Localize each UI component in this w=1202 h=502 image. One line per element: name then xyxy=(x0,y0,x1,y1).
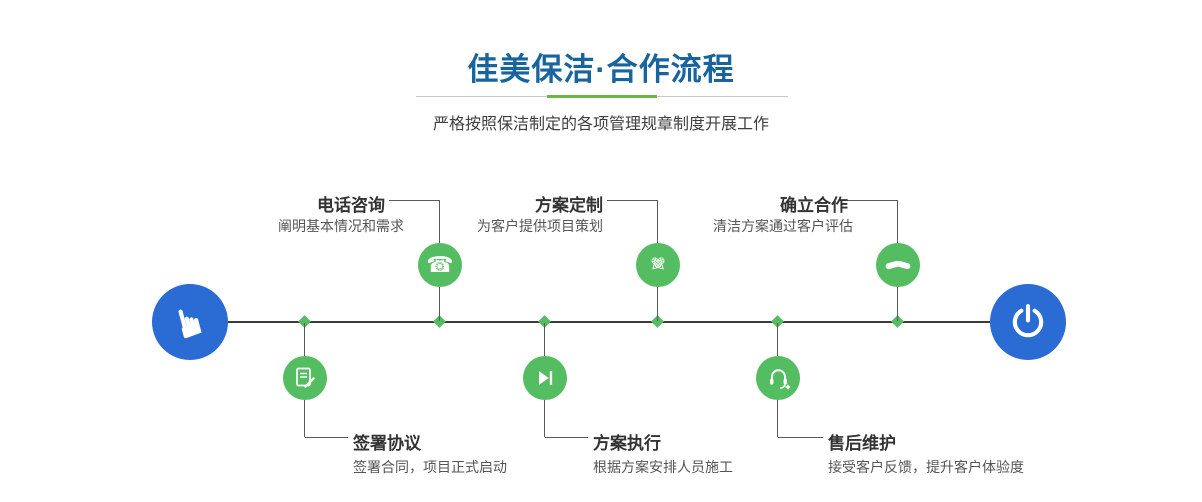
connector-line xyxy=(304,323,305,356)
connector-line xyxy=(897,287,898,321)
connector-line xyxy=(778,437,823,438)
connector-line xyxy=(777,323,778,356)
connector-line xyxy=(847,200,897,201)
step-title: 电话咨询 xyxy=(317,196,385,215)
step-title: 签署协议 xyxy=(353,434,421,453)
pointing-hand-icon: ☛ xyxy=(164,298,216,346)
step-desc: 为客户提供项目策划 xyxy=(477,218,603,234)
step-node-service xyxy=(756,356,800,400)
handshake-icon xyxy=(885,260,911,270)
phone-icon: ☎ xyxy=(426,252,454,277)
step-title: 方案定制 xyxy=(535,196,603,215)
title-divider xyxy=(416,95,788,98)
pencil-icon: ✎ xyxy=(650,254,666,276)
step-desc: 根据方案安排人员施工 xyxy=(593,459,733,475)
connector-line xyxy=(439,200,440,243)
pencil-icon: ✎ xyxy=(650,254,666,276)
connector-line xyxy=(304,400,305,437)
end-node xyxy=(990,284,1066,360)
connector-line xyxy=(544,323,545,356)
contract-icon xyxy=(296,367,315,388)
headset-icon xyxy=(769,368,790,389)
step-node-cooperation xyxy=(876,243,920,287)
connector-line xyxy=(439,287,440,321)
step-title: 确立合作 xyxy=(780,196,848,215)
connector-line xyxy=(545,437,588,438)
power-icon xyxy=(1012,304,1044,338)
step-desc: 阐明基本情况和需求 xyxy=(278,218,404,234)
connector-line xyxy=(607,200,657,201)
play-next-icon xyxy=(539,371,553,385)
page-subtitle: 严格按照保洁制定的各项管理规章制度开展工作 xyxy=(432,116,769,133)
step-node-design: ✎ ✎ xyxy=(636,243,680,287)
connector-line xyxy=(389,200,439,201)
step-node-phone: ☎ xyxy=(418,243,462,287)
step-node-contract xyxy=(283,356,327,400)
page-title: 佳美保洁·合作流程 xyxy=(467,52,735,87)
connector-line xyxy=(544,400,545,437)
step-node-execute xyxy=(523,356,567,400)
step-desc: 接受客户反馈，提升客户体验度 xyxy=(828,459,1024,475)
step-desc: 签署合同，项目正式启动 xyxy=(353,459,507,475)
connector-line xyxy=(305,437,348,438)
design-tools-icon: ✎ ✎ xyxy=(646,253,670,277)
connector-line xyxy=(657,287,658,321)
start-node: ☛ xyxy=(152,284,228,360)
divider-accent xyxy=(547,95,657,98)
step-title: 方案执行 xyxy=(593,434,661,453)
connector-line xyxy=(657,200,658,243)
step-desc: 清洁方案通过客户评估 xyxy=(713,218,853,234)
step-title: 售后维护 xyxy=(828,434,896,453)
connector-line xyxy=(897,200,898,243)
timeline-line xyxy=(228,321,990,323)
connector-line xyxy=(777,400,778,437)
